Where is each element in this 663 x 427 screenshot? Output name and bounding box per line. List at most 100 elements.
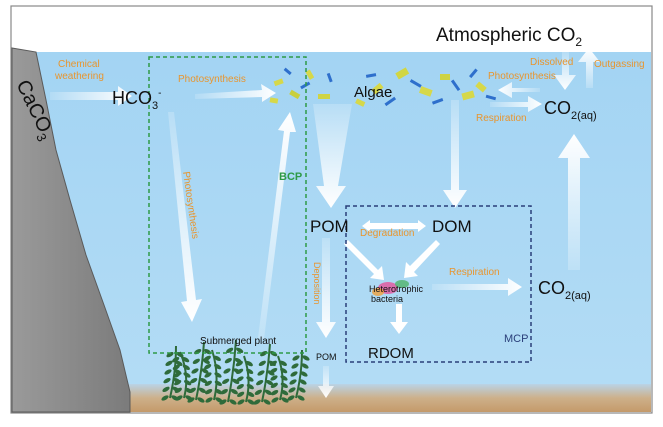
dom-to-bacteria-arrow (404, 240, 440, 278)
algae-cell (289, 89, 301, 100)
plant-leaf (175, 395, 183, 401)
plant-leaf (182, 364, 190, 370)
algae-cell (461, 90, 475, 101)
plant-leaf (214, 372, 222, 378)
plant-leaf (163, 378, 171, 384)
plant-leaf (187, 397, 195, 403)
outgassing-label: Outgassing (594, 59, 645, 70)
plant-leaf (236, 368, 244, 374)
plant-leaf (184, 380, 192, 386)
plant-leaf (256, 380, 264, 386)
pom-label: POM (310, 217, 349, 236)
algae-cell (305, 69, 315, 80)
plant-leaf (174, 380, 182, 386)
plant-leaf (299, 379, 307, 385)
plant-leaf (292, 355, 300, 361)
plant-leaf (182, 357, 190, 363)
plant-leaf (229, 399, 237, 405)
plant-leaf (235, 361, 243, 367)
plant-leaf (192, 358, 200, 364)
dissolved-arrow (554, 52, 576, 90)
algae-filament (283, 67, 292, 76)
plant-leaf (164, 369, 172, 375)
plant-leaf (298, 387, 306, 393)
plant-leaf (247, 391, 255, 397)
plant-leaf (290, 371, 298, 377)
plant-leaf (263, 399, 271, 405)
plant-to-algae-arrow (258, 112, 296, 339)
deposition-label: Deposition (312, 262, 322, 305)
plant-leaf (213, 355, 221, 361)
algae-filament (485, 94, 497, 101)
plant-leaf (197, 397, 205, 403)
plant-leaf (270, 382, 278, 388)
plant-leaf (188, 387, 196, 393)
plant-leaf (236, 376, 244, 382)
plant-leaf (245, 361, 253, 367)
plant-leaf (226, 347, 234, 353)
algae-to-dom-arrow (443, 100, 467, 208)
co2-aq-upper-label: CO2(aq) (544, 98, 597, 122)
plant-leaf (191, 368, 199, 374)
algae-cell (371, 82, 384, 95)
algae-cell (440, 74, 450, 80)
plant-leaf (271, 390, 279, 396)
plant-leaf (165, 360, 173, 366)
plant-leaf (289, 379, 297, 385)
plant-leaf (215, 389, 223, 395)
plant-leaf (253, 399, 261, 405)
plant-leaf (247, 399, 255, 405)
photosynthesis-top-label: Photosynthesis (178, 74, 246, 85)
algae-cell (355, 98, 366, 107)
plant-leaf (258, 360, 266, 366)
plant-leaf (246, 384, 254, 390)
plant-leaf (280, 368, 288, 374)
plant-leaf (224, 358, 232, 364)
pom-to-bacteria-arrow (344, 240, 384, 280)
respiration-bottom-label: Respiration (449, 267, 500, 278)
plant-leaf (223, 368, 231, 374)
algae-filament (409, 79, 422, 88)
plant-leaf (297, 395, 305, 401)
plant-leaf (203, 355, 211, 361)
limestone-rock (11, 47, 131, 413)
algae-cell (318, 94, 330, 99)
algae-filament (450, 79, 461, 92)
weathering-arrow (50, 86, 132, 106)
algae-filament (469, 68, 478, 79)
bacteria-blob (372, 280, 409, 296)
plant-leaf (204, 364, 212, 370)
respiration-top-label: Respiration (476, 113, 527, 124)
bcp-box (148, 56, 307, 354)
bacteria-cell (372, 288, 384, 296)
pom-to-sediment-arrow (318, 366, 334, 398)
mcp-label: MCP (504, 333, 528, 345)
algae-to-co2-arrow (490, 96, 542, 112)
bcp-label: BCP (279, 171, 302, 183)
plant-leaf (174, 387, 182, 393)
plant-leaf (162, 386, 170, 392)
plant-leaf (198, 387, 206, 393)
plant-leaf (237, 399, 245, 405)
plant-leaf (281, 390, 289, 396)
plant-stem (261, 343, 271, 403)
algae-filament (384, 96, 397, 107)
plant-leaf (246, 368, 254, 374)
degradation-arrow (362, 220, 426, 232)
plant-leaf (287, 395, 295, 401)
algae-cell (273, 78, 284, 87)
plant-stem (169, 345, 177, 399)
deposition-arrow (316, 238, 336, 338)
plant-leaf (254, 389, 262, 395)
plant-leaf (279, 360, 287, 366)
algae-to-pom-arrow (313, 104, 352, 208)
dissolved-label: Dissolved (530, 57, 573, 68)
plant-leaf (204, 372, 212, 378)
plant-leaf (280, 382, 288, 388)
plant-leaf (201, 368, 209, 374)
plant-leaf (302, 355, 310, 361)
plant-leaf (161, 395, 169, 401)
plant-leaf (166, 352, 174, 358)
